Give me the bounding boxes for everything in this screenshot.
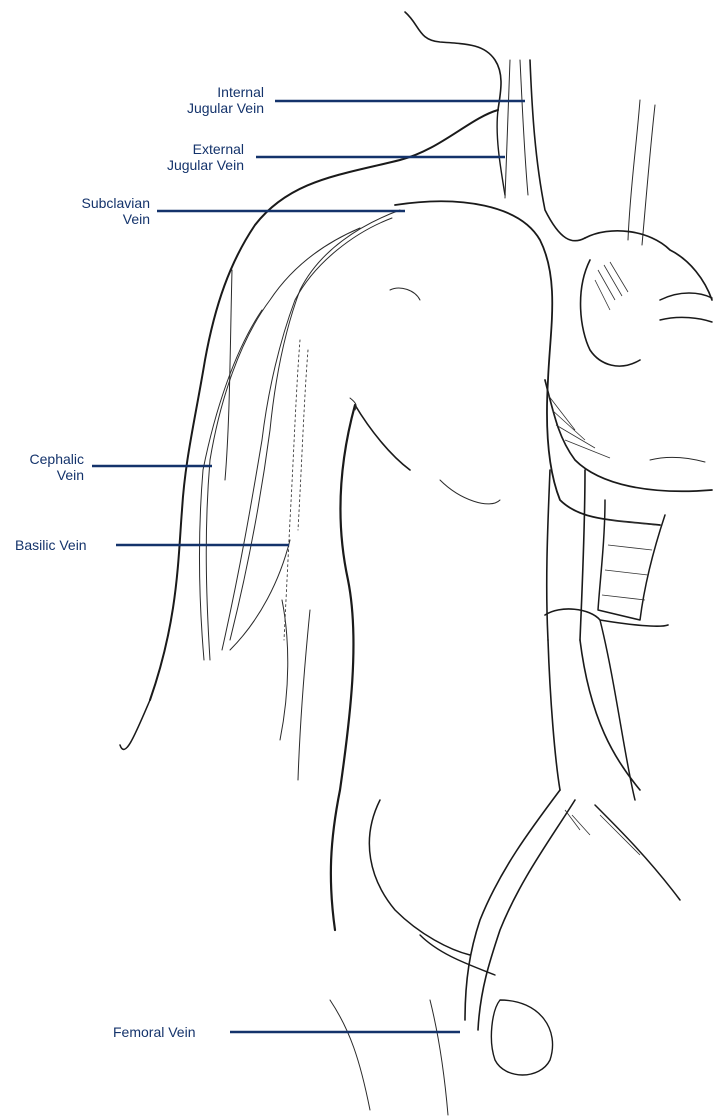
label-line: Jugular Vein (150, 100, 264, 116)
torso-outline (390, 201, 705, 525)
label-line: Femoral Vein (113, 1024, 195, 1040)
label-line: Internal (150, 84, 264, 100)
label-subclavian-vein: Subclavian Vein (40, 195, 150, 227)
pelvis-region (330, 790, 680, 1115)
neck-outline (405, 12, 655, 245)
label-line: Vein (40, 211, 150, 227)
label-femoral-vein: Femoral Vein (113, 1024, 195, 1040)
label-line: Basilic Vein (15, 537, 87, 553)
leader-lines (92, 101, 525, 1032)
label-line: Vein (0, 467, 84, 483)
label-cephalic-vein: Cephalic Vein (0, 451, 84, 483)
label-line: External (130, 141, 244, 157)
label-internal-jugular-vein: Internal Jugular Vein (150, 84, 264, 116)
label-line: Cephalic (0, 451, 84, 467)
label-basilic-vein: Basilic Vein (15, 537, 87, 553)
label-external-jugular-vein: External Jugular Vein (130, 141, 244, 173)
arm-outline (120, 110, 498, 930)
arm-veins (199, 210, 400, 660)
label-line: Jugular Vein (130, 157, 244, 173)
label-line: Subclavian (40, 195, 150, 211)
heart-region (545, 231, 712, 491)
